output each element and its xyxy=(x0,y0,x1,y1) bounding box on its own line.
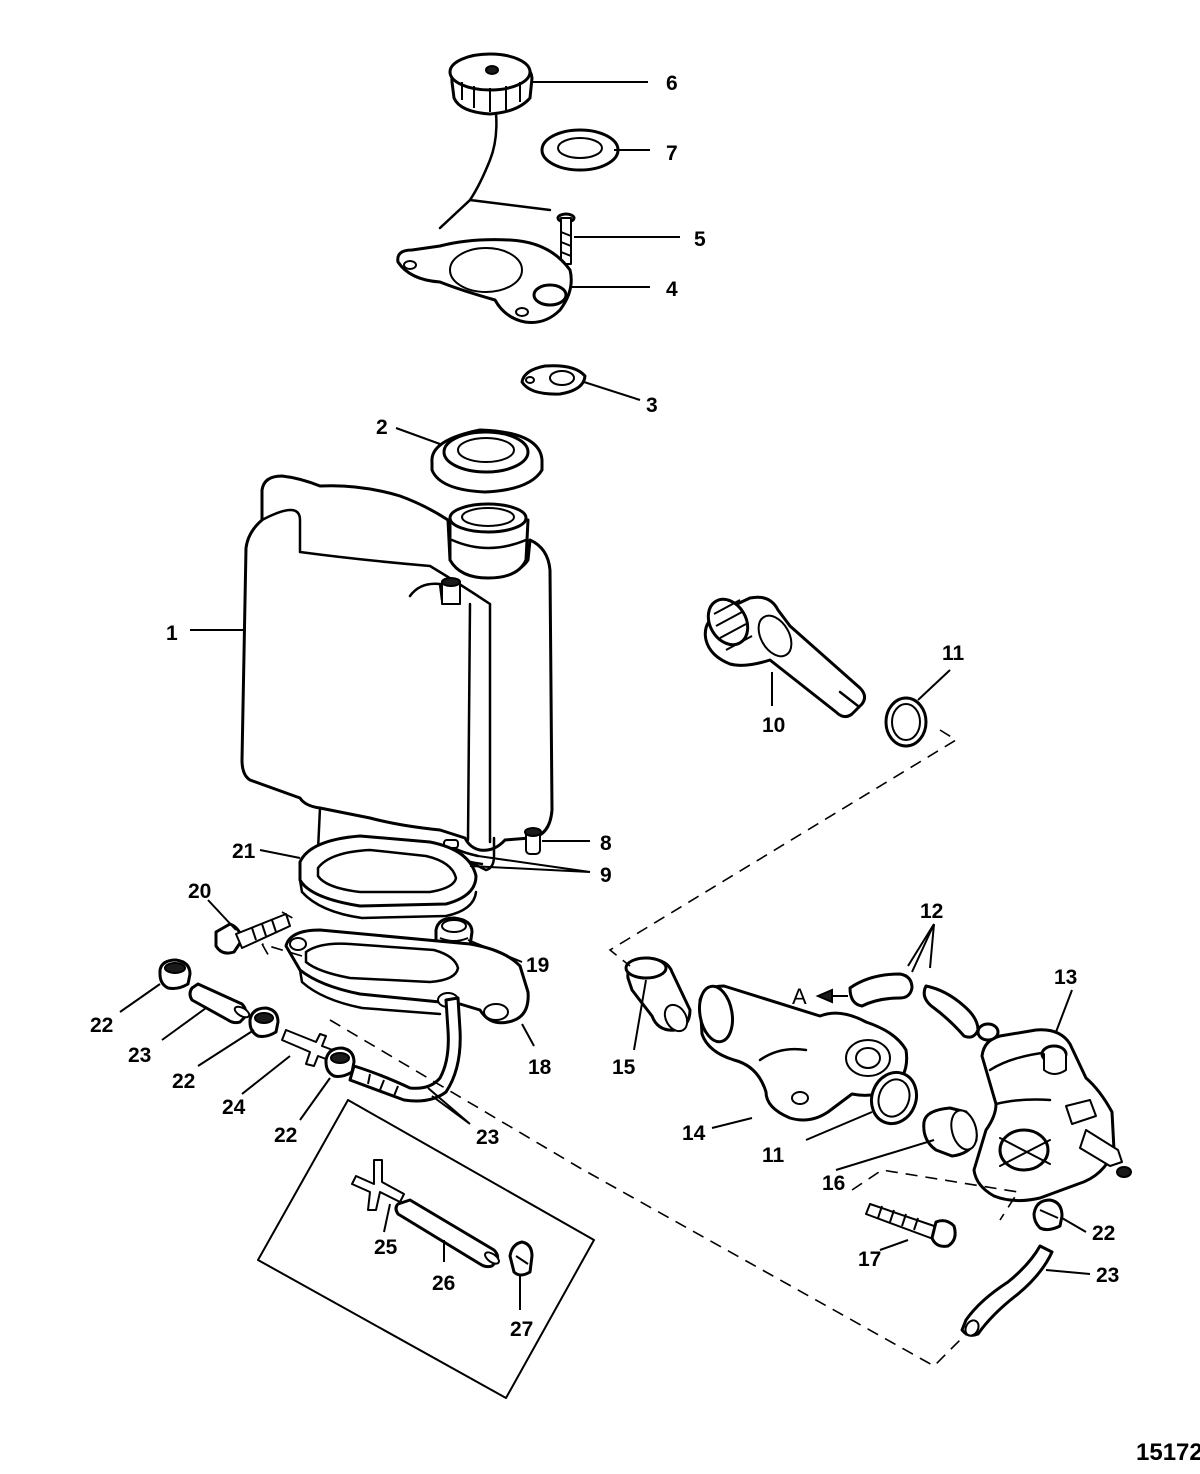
callout-3: 3 xyxy=(646,394,658,417)
part-18-mounting-bracket xyxy=(284,928,530,1025)
part-27-clamp xyxy=(508,1240,534,1277)
part-1-oil-tank xyxy=(240,474,554,872)
leader-lines xyxy=(119,81,1091,1310)
callout-labels: 6 7 5 4 3 2 1 8 9 10 11 21 20 19 18 22 2… xyxy=(90,72,1119,1341)
part-15-fitting xyxy=(624,956,692,1033)
callout-19: 19 xyxy=(526,954,549,977)
callout-10: 10 xyxy=(762,714,785,737)
callout-2: 2 xyxy=(376,416,388,439)
callout-25: 25 xyxy=(374,1236,398,1259)
inset-kit-box xyxy=(257,1099,595,1399)
callout-22-a: 22 xyxy=(90,1014,113,1037)
part-10-drive-shaft xyxy=(703,595,867,719)
callout-23-c: 23 xyxy=(1096,1264,1119,1287)
part-21-rubber-gasket xyxy=(298,834,478,920)
part-11-oring-upper xyxy=(884,696,928,748)
callout-17: 17 xyxy=(858,1248,881,1271)
part-20-bolt xyxy=(214,913,291,955)
part-22-fitting-right xyxy=(1032,1198,1064,1232)
part-8-screw xyxy=(524,827,542,855)
part-17-screw xyxy=(865,1203,957,1248)
callout-4: 4 xyxy=(666,278,678,301)
part-2-grommet xyxy=(430,428,544,494)
callout-26: 26 xyxy=(432,1272,455,1295)
callout-11-lower: 11 xyxy=(762,1144,785,1167)
part-5-screw xyxy=(556,212,576,265)
callout-23-a: 23 xyxy=(128,1044,151,1067)
callout-6: 6 xyxy=(666,72,678,95)
part-13-oil-pump xyxy=(972,1022,1132,1203)
part-23-hose-right xyxy=(960,1244,1054,1337)
callout-9: 9 xyxy=(600,864,612,887)
callout-7: 7 xyxy=(666,142,678,165)
callout-22-b: 22 xyxy=(172,1070,195,1093)
part-25-tee-fitting xyxy=(351,1159,405,1211)
callout-27: 27 xyxy=(510,1318,533,1341)
callout-13: 13 xyxy=(1054,966,1077,989)
callout-8: 8 xyxy=(600,832,612,855)
part-3-small-gasket xyxy=(520,364,587,396)
callout-22-d: 22 xyxy=(1092,1222,1115,1245)
flow-label-a: A xyxy=(792,984,807,1009)
callout-15: 15 xyxy=(612,1056,636,1079)
part-6-filler-cap xyxy=(438,52,552,230)
part-22-clamp-c xyxy=(324,1046,356,1078)
part-23-hose-a xyxy=(188,982,251,1025)
part-16-coupler xyxy=(922,1106,978,1158)
drawing-number: 15172 xyxy=(1136,1439,1200,1466)
callout-18: 18 xyxy=(528,1056,552,1079)
part-12-hose xyxy=(815,972,980,1039)
callout-11-upper: 11 xyxy=(942,642,965,665)
callout-23-b: 23 xyxy=(476,1126,499,1149)
part-26-hose xyxy=(394,1198,500,1269)
callout-14: 14 xyxy=(682,1122,706,1145)
part-14-pump-housing xyxy=(698,984,909,1122)
callout-12: 12 xyxy=(920,900,943,923)
part-22-clamp-b xyxy=(248,1006,280,1038)
callout-5: 5 xyxy=(694,228,706,251)
callout-16: 16 xyxy=(822,1172,845,1195)
part-4-filler-bracket xyxy=(396,238,573,324)
assembly-dashed-lines xyxy=(261,729,1020,1367)
callout-24: 24 xyxy=(222,1096,246,1119)
part-22-clamp-a xyxy=(158,958,192,990)
part-7-gasket xyxy=(540,128,620,172)
callout-21: 21 xyxy=(232,840,256,863)
part-11-oring-lower xyxy=(869,1070,919,1126)
part-23-hose-b xyxy=(348,996,462,1103)
callout-20: 20 xyxy=(188,880,211,903)
callout-1: 1 xyxy=(166,622,178,645)
callout-22-c: 22 xyxy=(274,1124,297,1147)
